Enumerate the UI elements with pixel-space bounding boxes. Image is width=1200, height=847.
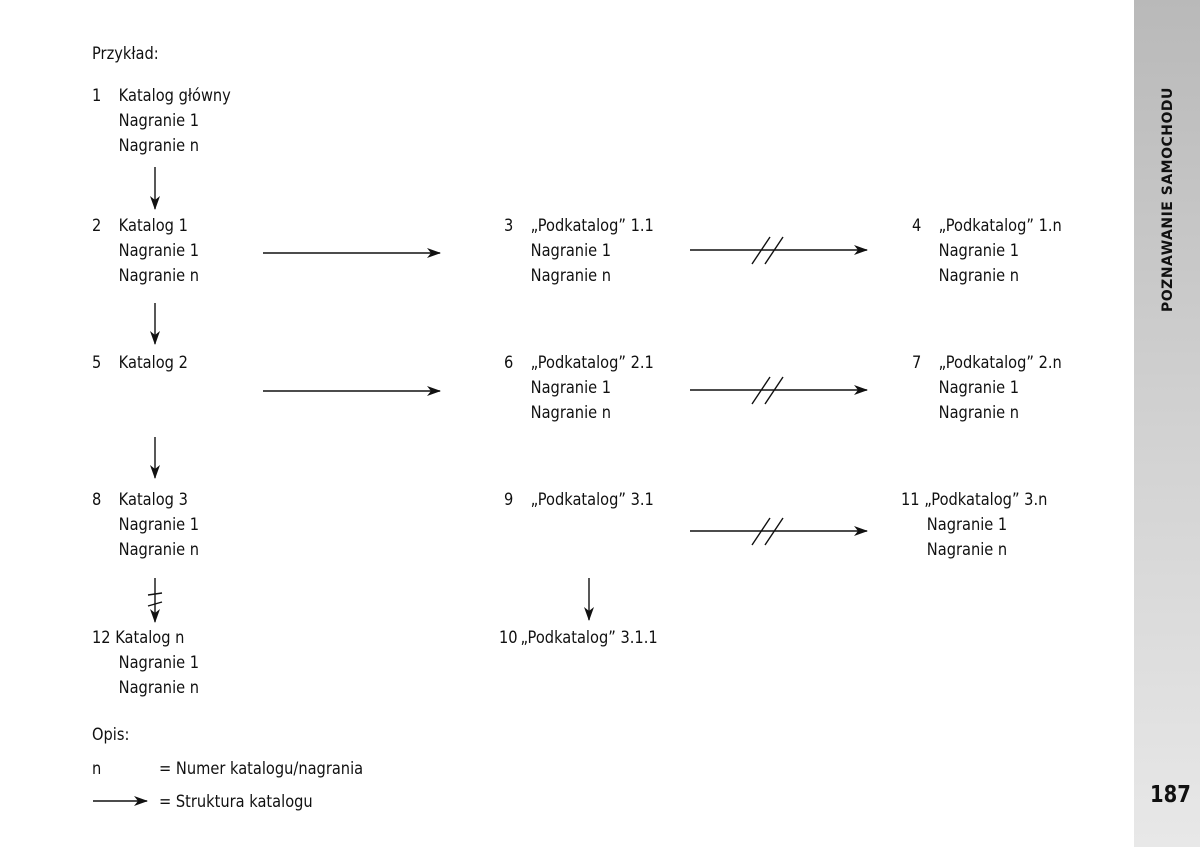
- node-line: Nagranie 1: [118, 111, 200, 131]
- arrow-down-8-12-broken: [147, 578, 163, 623]
- node-10: 10„Podkatalog” 3.1.1: [499, 626, 658, 651]
- node-number: 10: [499, 628, 518, 648]
- node-number: 4: [912, 216, 922, 236]
- node-8: 8 Katalog 3 Nagranie 1 Nagranie n: [92, 488, 199, 563]
- legend-title: Opis:: [92, 725, 130, 745]
- node-label: Katalog główny: [118, 86, 231, 106]
- node-line: Nagranie n: [926, 540, 1008, 560]
- node-line: Nagranie n: [118, 266, 200, 286]
- legend-n-symbol: n: [92, 759, 102, 779]
- legend-n-text: = Numer katalogu/nagrania: [159, 759, 364, 779]
- node-line: Nagranie 1: [118, 241, 200, 261]
- node-line: Nagranie n: [118, 540, 200, 560]
- node-number: 12: [92, 628, 111, 648]
- node-number: 9: [504, 490, 514, 510]
- node-4: 4 „Podkatalog” 1.n Nagranie 1 Nagranie n: [912, 214, 1062, 289]
- node-1: 1 Katalog główny Nagranie 1 Nagranie n: [92, 84, 231, 159]
- node-label: Katalog 2: [118, 353, 188, 373]
- node-line: Nagranie n: [938, 403, 1020, 423]
- node-label: Katalog 1: [118, 216, 188, 236]
- node-line: Nagranie n: [530, 266, 612, 286]
- arrow-right-9-11-broken: [690, 517, 868, 546]
- node-2: 2 Katalog 1 Nagranie 1 Nagranie n: [92, 214, 199, 289]
- node-5: 5 Katalog 2: [92, 351, 188, 376]
- node-line: Nagranie n: [118, 678, 200, 698]
- node-3: 3 „Podkatalog” 1.1 Nagranie 1 Nagranie n: [504, 214, 654, 289]
- node-label: „Podkatalog” 1.n: [938, 216, 1062, 236]
- node-7: 7 „Podkatalog” 2.n Nagranie 1 Nagranie n: [912, 351, 1062, 426]
- chapter-sidebar: [1134, 0, 1200, 847]
- node-6: 6 „Podkatalog” 2.1 Nagranie 1 Nagranie n: [504, 351, 654, 426]
- node-number: 7: [912, 353, 922, 373]
- chapter-title: POZNAWANIE SAMOCHODU: [1160, 87, 1176, 312]
- node-number: 5: [92, 353, 102, 373]
- node-9: 9 „Podkatalog” 3.1: [504, 488, 654, 513]
- node-label: „Podkatalog” 1.1: [530, 216, 654, 236]
- legend-arrow-text: = Struktura katalogu: [159, 792, 313, 812]
- node-line: Nagranie 1: [118, 653, 200, 673]
- node-label: „Podkatalog” 2.n: [938, 353, 1062, 373]
- node-label: „Podkatalog” 2.1: [530, 353, 654, 373]
- node-label: „Podkatalog” 3.n: [924, 490, 1048, 510]
- node-label: Katalog n: [115, 628, 185, 648]
- node-number: 6: [504, 353, 514, 373]
- arrow-right-6-7-broken: [690, 376, 868, 405]
- node-line: Nagranie 1: [530, 241, 612, 261]
- node-number: 2: [92, 216, 102, 236]
- node-line: Nagranie 1: [926, 515, 1008, 535]
- node-label: „Podkatalog” 3.1.1: [520, 628, 658, 648]
- node-line: Nagranie 1: [118, 515, 200, 535]
- node-line: Nagranie n: [118, 136, 200, 156]
- node-label: Katalog 3: [118, 490, 188, 510]
- node-number: 8: [92, 490, 102, 510]
- example-label: Przykład:: [92, 44, 159, 64]
- node-line: Nagranie n: [530, 403, 612, 423]
- page-number: 187: [1150, 782, 1191, 808]
- node-label: „Podkatalog” 3.1: [530, 490, 654, 510]
- node-11: 11„Podkatalog” 3.n Nagranie 1 Nagranie n: [901, 488, 1047, 563]
- node-line: Nagranie 1: [938, 241, 1020, 261]
- node-line: Nagranie 1: [530, 378, 612, 398]
- node-line: Nagranie n: [938, 266, 1020, 286]
- node-number: 3: [504, 216, 514, 236]
- node-number: 11: [901, 490, 920, 510]
- node-line: Nagranie 1: [938, 378, 1020, 398]
- node-number: 1: [92, 86, 102, 106]
- arrow-right-3-4-broken: [690, 236, 868, 265]
